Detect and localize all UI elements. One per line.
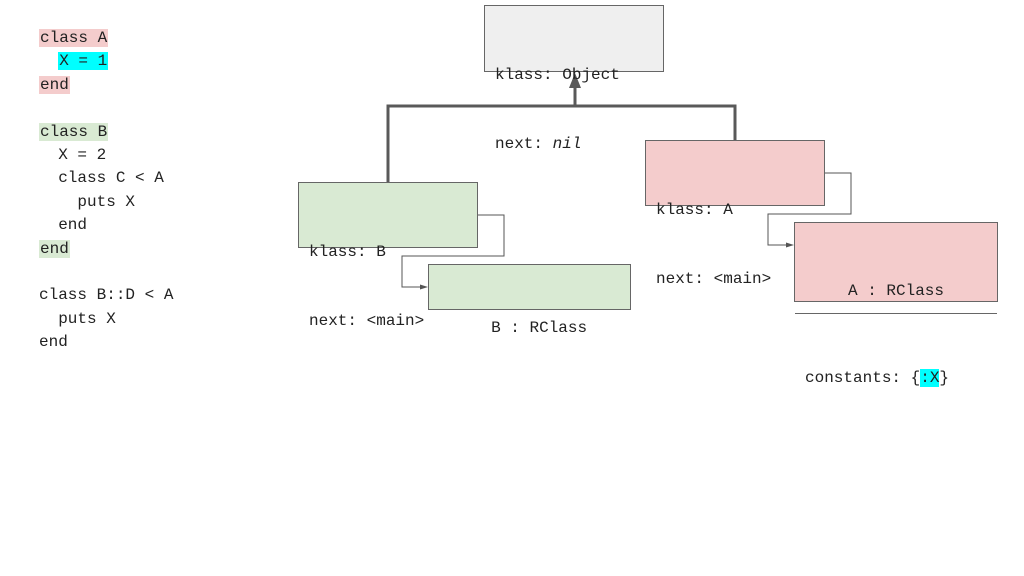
a-rclass-constants: constants: {:X} [805,369,950,387]
b-klass-arrowhead [420,284,428,290]
b-frame-klass: klass: B [309,243,386,261]
code-highlight-red: class A [39,29,109,47]
code-line: class A [39,27,173,50]
b-frame: klass: B next: <main> [298,182,478,330]
a-frame-klass: klass: A [656,201,733,219]
code-line: X = 1 [39,50,173,73]
code-line: end [39,214,173,237]
code-line: X = 2 [39,144,173,167]
b-frame-parent-line [386,104,575,182]
b-rclass-title: B : RClass [491,319,588,337]
code-highlight-red: end [39,75,70,94]
code-line: class B::D < A [39,284,173,307]
b-frame-next: next: <main> [309,312,425,330]
ruby-code-listing: class A X = 1 end class B X = 2 class C < … [39,27,173,354]
a-frame-klass-connector [767,172,852,246]
code-line: end [39,331,173,354]
a-frame-parent-line [575,104,737,140]
constant-x-highlight: :X [920,369,940,387]
code-highlight-green: end [39,239,70,258]
code-line: puts X [39,191,173,214]
code-text: end [39,216,88,235]
code-text: class B::D < A [39,286,174,305]
code-line: class B [39,121,173,144]
code-highlight-green: class B [39,122,109,141]
code-text: X = 2 [39,145,107,164]
code-text: puts X [39,192,136,211]
code-text: end [39,333,68,352]
code-line: puts X [39,308,173,331]
object-frame-klass: klass: Object [495,66,620,84]
a-rclass-title: A : RClass [795,269,997,314]
code-line: class C < A [39,167,173,190]
object-frame-next-value: nil [552,135,582,153]
code-text: class C < A [39,169,164,188]
a-frame: klass: A next: <main> [645,140,825,288]
a-frame-next: next: <main> [656,270,772,288]
code-line: end [39,74,173,97]
code-text: puts X [39,309,116,328]
object-parent-arrowhead [569,73,581,88]
object-frame-next: next: nil [495,135,582,153]
object-frame: klass: Object next: nil [484,5,664,153]
b-frame-klass-connector [401,214,505,288]
b-rclass-box: B : RClass [428,264,631,337]
a-klass-arrowhead [786,242,794,248]
code-line: end [39,238,173,261]
a-rclass-box: A : RClass constants: {:X} [794,222,998,387]
code-highlight-cyan: X = 1 [58,52,109,71]
